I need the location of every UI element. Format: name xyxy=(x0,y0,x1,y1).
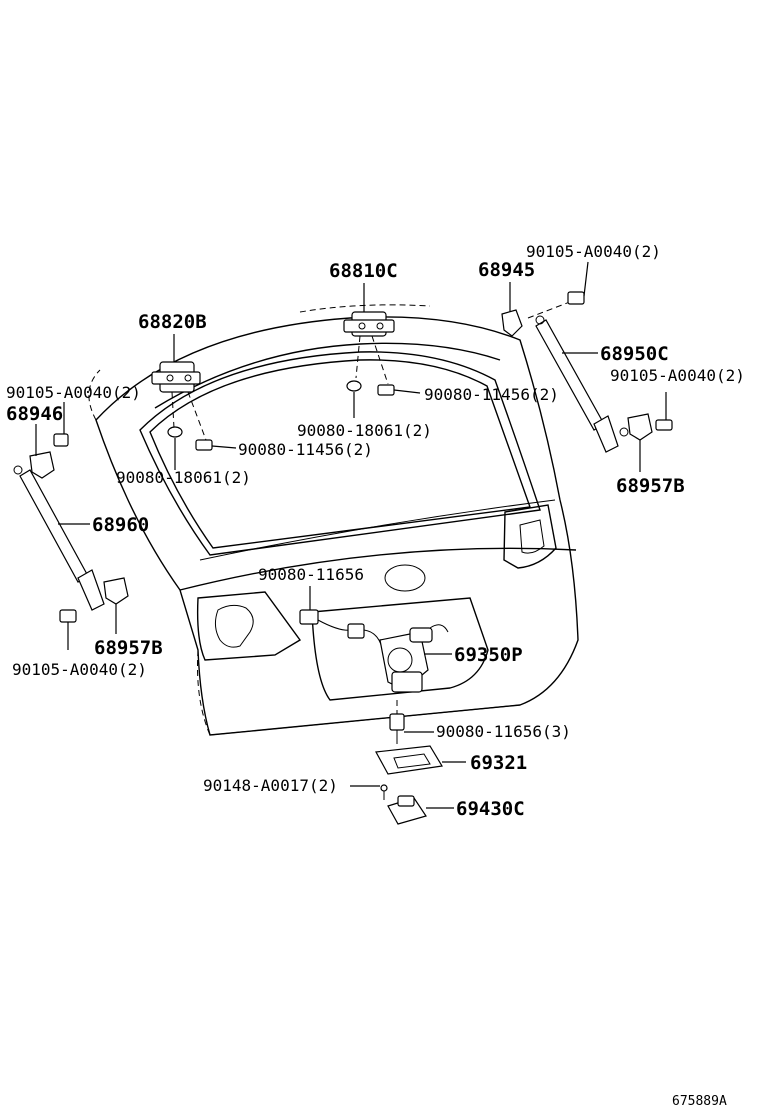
bracket-68957b-right xyxy=(619,392,673,472)
label-68950c: 68950C xyxy=(600,343,669,365)
label-68945: 68945 xyxy=(478,259,535,281)
label-90080-11456-right: 90080-11456(2) xyxy=(424,385,559,404)
label-90105-a0040-right-mid: 90105-A0040(2) xyxy=(610,366,745,385)
bolt-90080-11456-right xyxy=(377,384,421,396)
label-90080-18061-mid: 90080-18061(2) xyxy=(297,421,432,440)
label-90105-a0040-left-top: 90105-A0040(2) xyxy=(6,383,141,402)
label-68810c: 68810C xyxy=(329,260,398,282)
gas-strut-68960 xyxy=(13,465,105,611)
label-90080-11656-3: 90080-11656(3) xyxy=(436,722,571,741)
nut-90080-18061-mid xyxy=(346,380,362,418)
handle-69321 xyxy=(375,745,466,775)
label-68957b-left: 68957B xyxy=(94,637,163,659)
label-90105-a0040-top-right: 90105-A0040(2) xyxy=(526,242,661,261)
nut-90080-18061-left xyxy=(167,426,183,470)
screw-90148-a0017 xyxy=(350,784,388,800)
label-90148-a0017: 90148-A0017(2) xyxy=(203,776,338,795)
bolt-90080-11656-3 xyxy=(389,700,434,744)
label-90080-11656: 90080-11656 xyxy=(258,565,364,584)
label-68946: 68946 xyxy=(6,403,63,425)
label-69430c: 69430C xyxy=(456,798,525,820)
label-69350p: 69350P xyxy=(454,644,523,666)
gas-strut-68950c xyxy=(501,261,619,453)
diagram-id: 675889A xyxy=(672,1094,727,1109)
label-90080-11456-left: 90080-11456(2) xyxy=(238,440,373,459)
label-68960: 68960 xyxy=(92,514,149,536)
label-68957b-right: 68957B xyxy=(616,475,685,497)
part-labels: 68810C 68945 90105-A0040(2) 68820B 68950… xyxy=(6,242,745,1109)
hinge-68810c xyxy=(343,283,395,385)
label-90105-a0040-left-bottom: 90105-A0040(2) xyxy=(12,660,147,679)
label-69321: 69321 xyxy=(470,752,527,774)
back-door-outline xyxy=(88,304,579,736)
lock-assembly-69350p xyxy=(299,586,452,693)
switch-69430c xyxy=(387,795,454,825)
bolt-90080-11456-left xyxy=(195,439,237,451)
label-90080-18061-left: 90080-18061(2) xyxy=(116,468,251,487)
hinge-68820b xyxy=(151,334,207,441)
label-68820b: 68820B xyxy=(138,311,207,333)
bracket-68957b-left xyxy=(59,577,129,650)
bracket-68946 xyxy=(29,402,69,479)
